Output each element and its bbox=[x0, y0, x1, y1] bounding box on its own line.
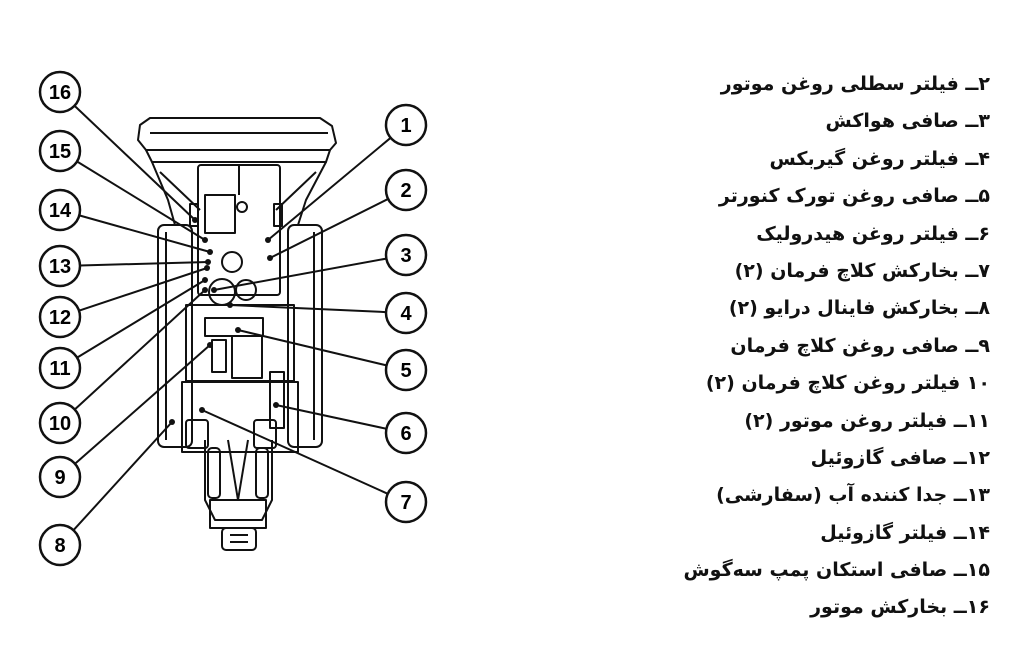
component-legend: ۲ــ فیلتر سطلی روغن موتور ۳ــ صافی هواکش… bbox=[683, 66, 991, 627]
leader-line bbox=[201, 409, 389, 495]
legend-item: ۱۲ــ صافی گازوئیل bbox=[810, 446, 990, 469]
leader-line bbox=[74, 289, 206, 411]
callout-number: 11 bbox=[49, 358, 70, 380]
leader-dot bbox=[202, 287, 208, 293]
callout-number: 12 bbox=[49, 307, 71, 329]
callout-circle bbox=[38, 188, 82, 232]
callout-circle bbox=[384, 233, 428, 277]
leader-line bbox=[78, 267, 208, 312]
leader-line bbox=[78, 214, 211, 253]
legend-item: ۱۰ فیلتر روغن کلاچ فرمان (۲) bbox=[705, 372, 990, 395]
legend-item: ۴ــ فیلتر روغن گیربکس bbox=[769, 147, 990, 170]
legend-item: ۷ــ بخارکش کلاچ فرمان (۲) bbox=[734, 259, 990, 282]
leader-dot bbox=[207, 249, 213, 255]
leader-dot bbox=[267, 255, 273, 261]
legend-item: ۹ــ صافی روغن کلاچ فرمان bbox=[730, 334, 990, 357]
leader-line bbox=[237, 329, 387, 367]
callout-circle bbox=[384, 103, 428, 147]
callout-circle bbox=[38, 455, 82, 499]
leader-dot bbox=[204, 265, 210, 271]
callout-circle bbox=[38, 70, 82, 114]
callout-circle bbox=[384, 480, 428, 524]
legend-item: ۱۵ــ صافی استکان پمپ سه‌گوش bbox=[683, 559, 990, 582]
callout-number: 1 bbox=[400, 115, 411, 137]
callout-circle bbox=[384, 348, 428, 392]
leader-line bbox=[275, 404, 387, 430]
leader-dot bbox=[211, 287, 217, 293]
leader-dot bbox=[265, 237, 271, 243]
callout-number: 6 bbox=[400, 423, 411, 445]
callout-circle bbox=[38, 244, 82, 288]
legend-item: ۳ــ صافی هواکش bbox=[825, 110, 991, 133]
leader-line bbox=[74, 344, 211, 465]
legend-item: ۱۴ــ فیلتر گازوئیل bbox=[820, 521, 990, 544]
callout-number: 9 bbox=[54, 467, 65, 489]
leader-dot bbox=[227, 302, 233, 308]
callout-number: 3 bbox=[400, 245, 411, 267]
leader-line bbox=[72, 421, 173, 531]
callout-number: 13 bbox=[49, 256, 71, 278]
callout-number: 15 bbox=[49, 141, 71, 163]
callout-circle bbox=[38, 523, 82, 567]
legend-item: ۱۶ــ بخارکش موتور bbox=[810, 596, 990, 619]
leader-dot bbox=[199, 407, 205, 413]
callout-number: 14 bbox=[49, 200, 72, 222]
callout-number: 4 bbox=[400, 303, 412, 325]
legend-item: ۱۱ــ فیلتر روغن موتور (۲) bbox=[744, 409, 990, 432]
legend-item: ۱۳ــ جدا کننده آب (سفارشی) bbox=[716, 484, 990, 507]
leader-line bbox=[73, 105, 196, 221]
leader-dot bbox=[205, 259, 211, 265]
callout-circle bbox=[384, 411, 428, 455]
legend-item: ۲ــ فیلتر سطلی روغن موتور bbox=[720, 73, 990, 95]
leader-dot bbox=[207, 342, 213, 348]
legend-item: ۶ــ فیلتر روغن هیدرولیک bbox=[756, 222, 990, 245]
callout-circle bbox=[384, 291, 428, 335]
leader-dot bbox=[192, 217, 198, 223]
leader-line bbox=[269, 198, 389, 259]
leader-line bbox=[79, 261, 209, 267]
leader-line bbox=[213, 257, 387, 291]
legend-item: ۵ــ صافی روغن تورک کنورتر bbox=[718, 185, 990, 208]
callout-circle bbox=[38, 295, 82, 339]
leader-line bbox=[76, 160, 206, 241]
leader-line bbox=[267, 137, 392, 241]
machine-drawing bbox=[137, 117, 337, 551]
callout-circle bbox=[384, 168, 428, 212]
callout-number: 7 bbox=[400, 492, 411, 514]
callout-circle bbox=[38, 346, 82, 390]
callout-number: 16 bbox=[49, 82, 71, 104]
leader-dot bbox=[202, 237, 208, 243]
leader-dot bbox=[235, 327, 241, 333]
leader-dot bbox=[202, 277, 208, 283]
legend-item: ۸ــ بخارکش فاینال درایو (۲) bbox=[728, 297, 990, 320]
callout-circle bbox=[38, 129, 82, 173]
callout-number: 5 bbox=[400, 360, 411, 382]
leader-dot bbox=[273, 402, 279, 408]
leader-dot bbox=[169, 419, 175, 425]
callout-number: 8 bbox=[54, 535, 65, 557]
leader-line bbox=[76, 279, 206, 359]
callout-circle bbox=[38, 401, 82, 445]
callout-number: 10 bbox=[49, 413, 71, 435]
leader-line bbox=[229, 304, 387, 314]
leader-lines bbox=[72, 105, 392, 531]
callout-number: 2 bbox=[400, 180, 411, 202]
